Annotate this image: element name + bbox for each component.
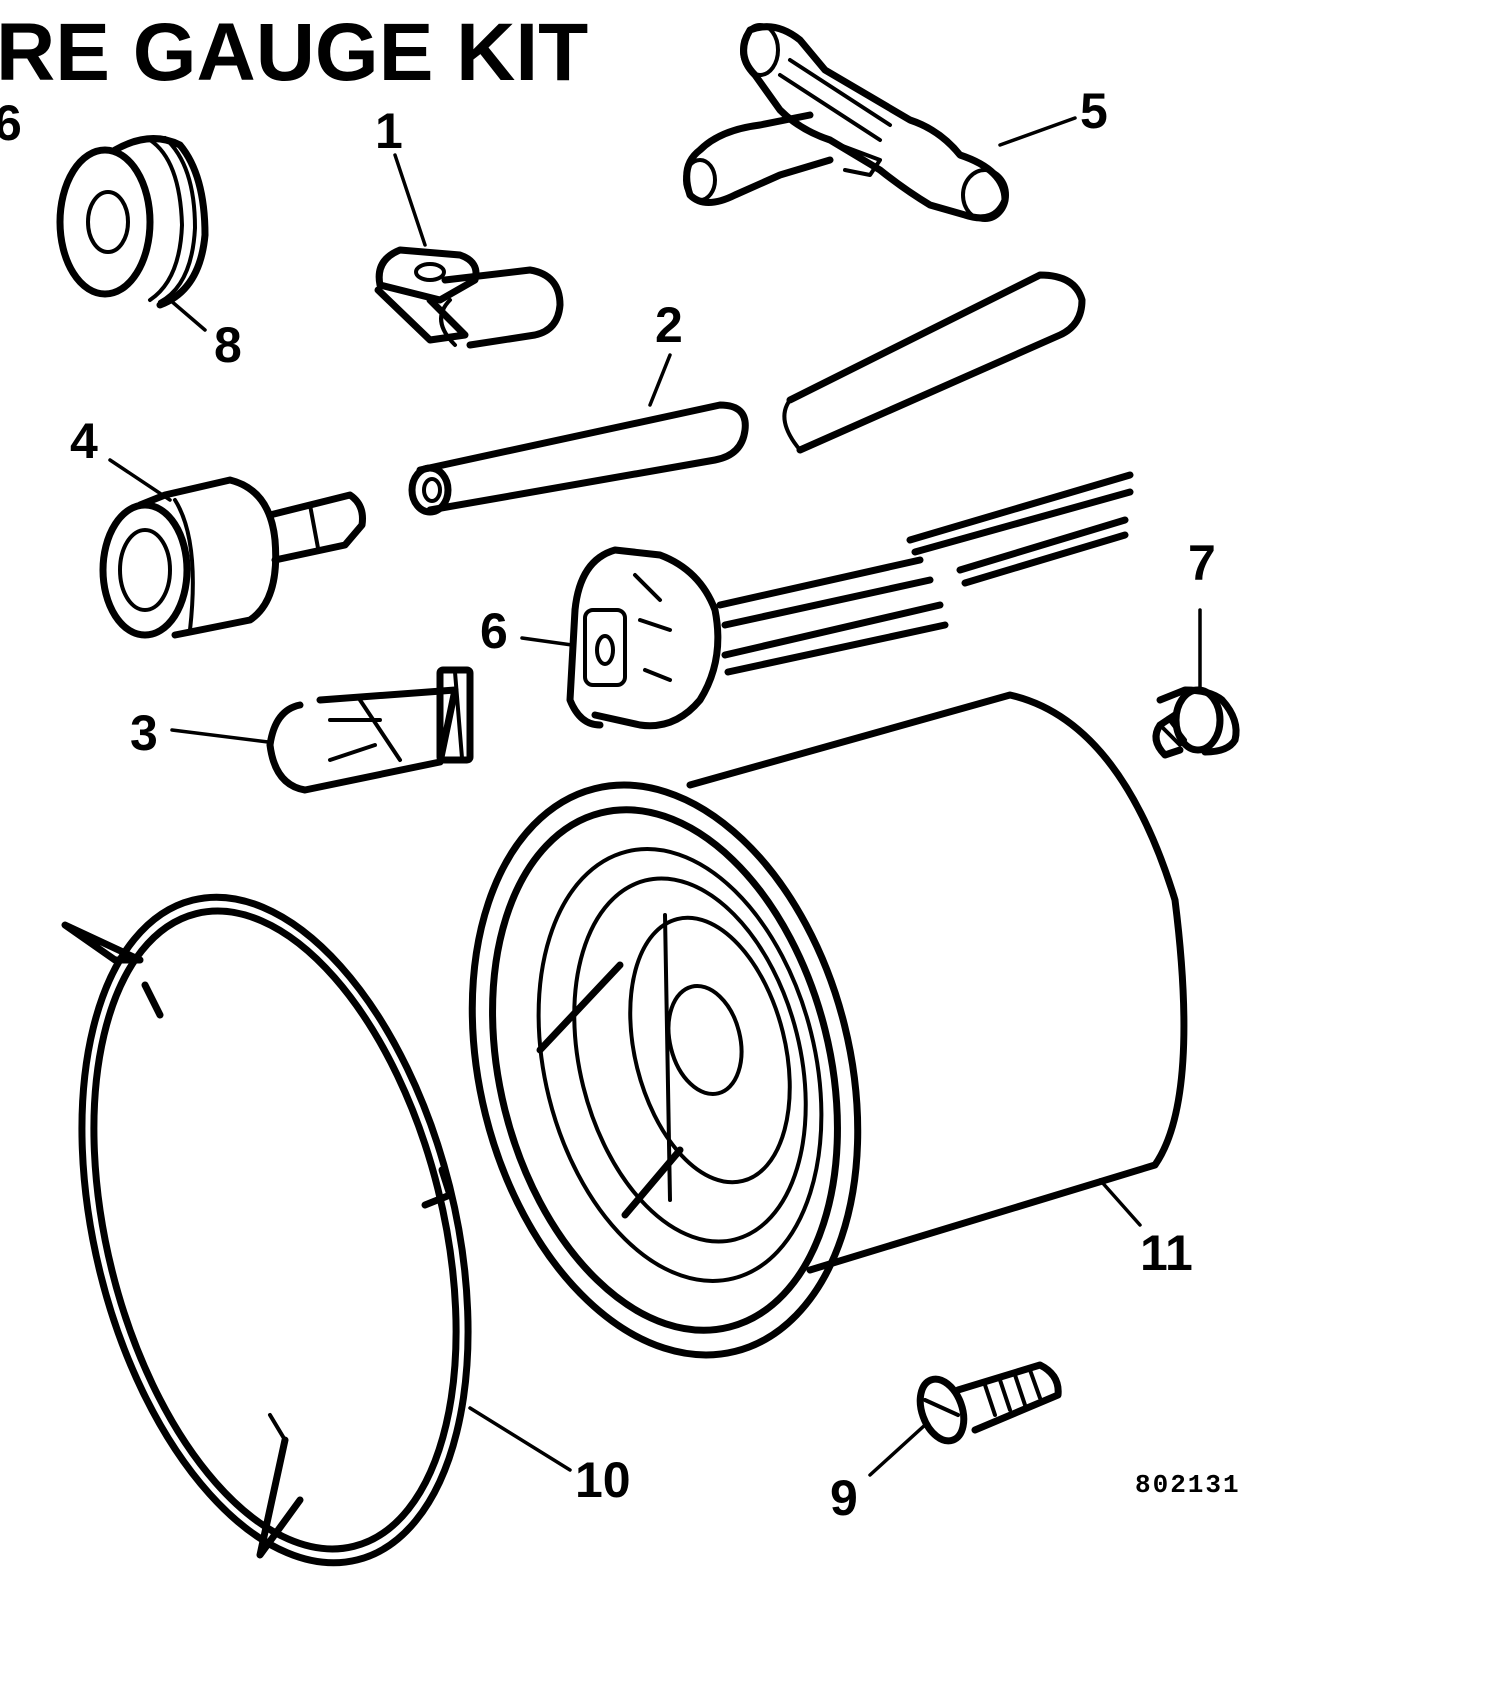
part-1-clamp <box>374 153 564 349</box>
corner-callout: 6 <box>0 95 22 151</box>
drawing-number: 802131 <box>1135 1470 1241 1500</box>
callout-1: 1 <box>375 103 403 159</box>
part-4-adapter-fitting <box>99 458 366 639</box>
part-5-tee-fitting <box>683 23 1077 222</box>
callout-5: 5 <box>1080 83 1108 139</box>
callout-7: 7 <box>1188 535 1216 591</box>
callout-8: 8 <box>214 317 242 373</box>
callout-4: 4 <box>70 413 98 469</box>
part-3-bulb <box>170 666 474 794</box>
callout-3: 3 <box>130 705 158 761</box>
part-7-screw <box>1152 608 1240 759</box>
callout-2: 2 <box>655 297 683 353</box>
diagram-title: RE GAUGE KIT <box>0 7 588 98</box>
callout-6: 6 <box>480 603 508 659</box>
part-6-bulb-socket <box>520 471 1134 730</box>
part-8-grommet <box>56 135 209 332</box>
part-11-gauge-body <box>468 691 1188 1359</box>
callout-10: 10 <box>575 1452 631 1508</box>
part-9-screw <box>868 1361 1062 1477</box>
callout-9: 9 <box>830 1470 858 1526</box>
part-10-bezel-ring <box>61 893 572 1567</box>
callout-11: 11 <box>1140 1225 1193 1281</box>
part-2-tube <box>408 271 1086 516</box>
